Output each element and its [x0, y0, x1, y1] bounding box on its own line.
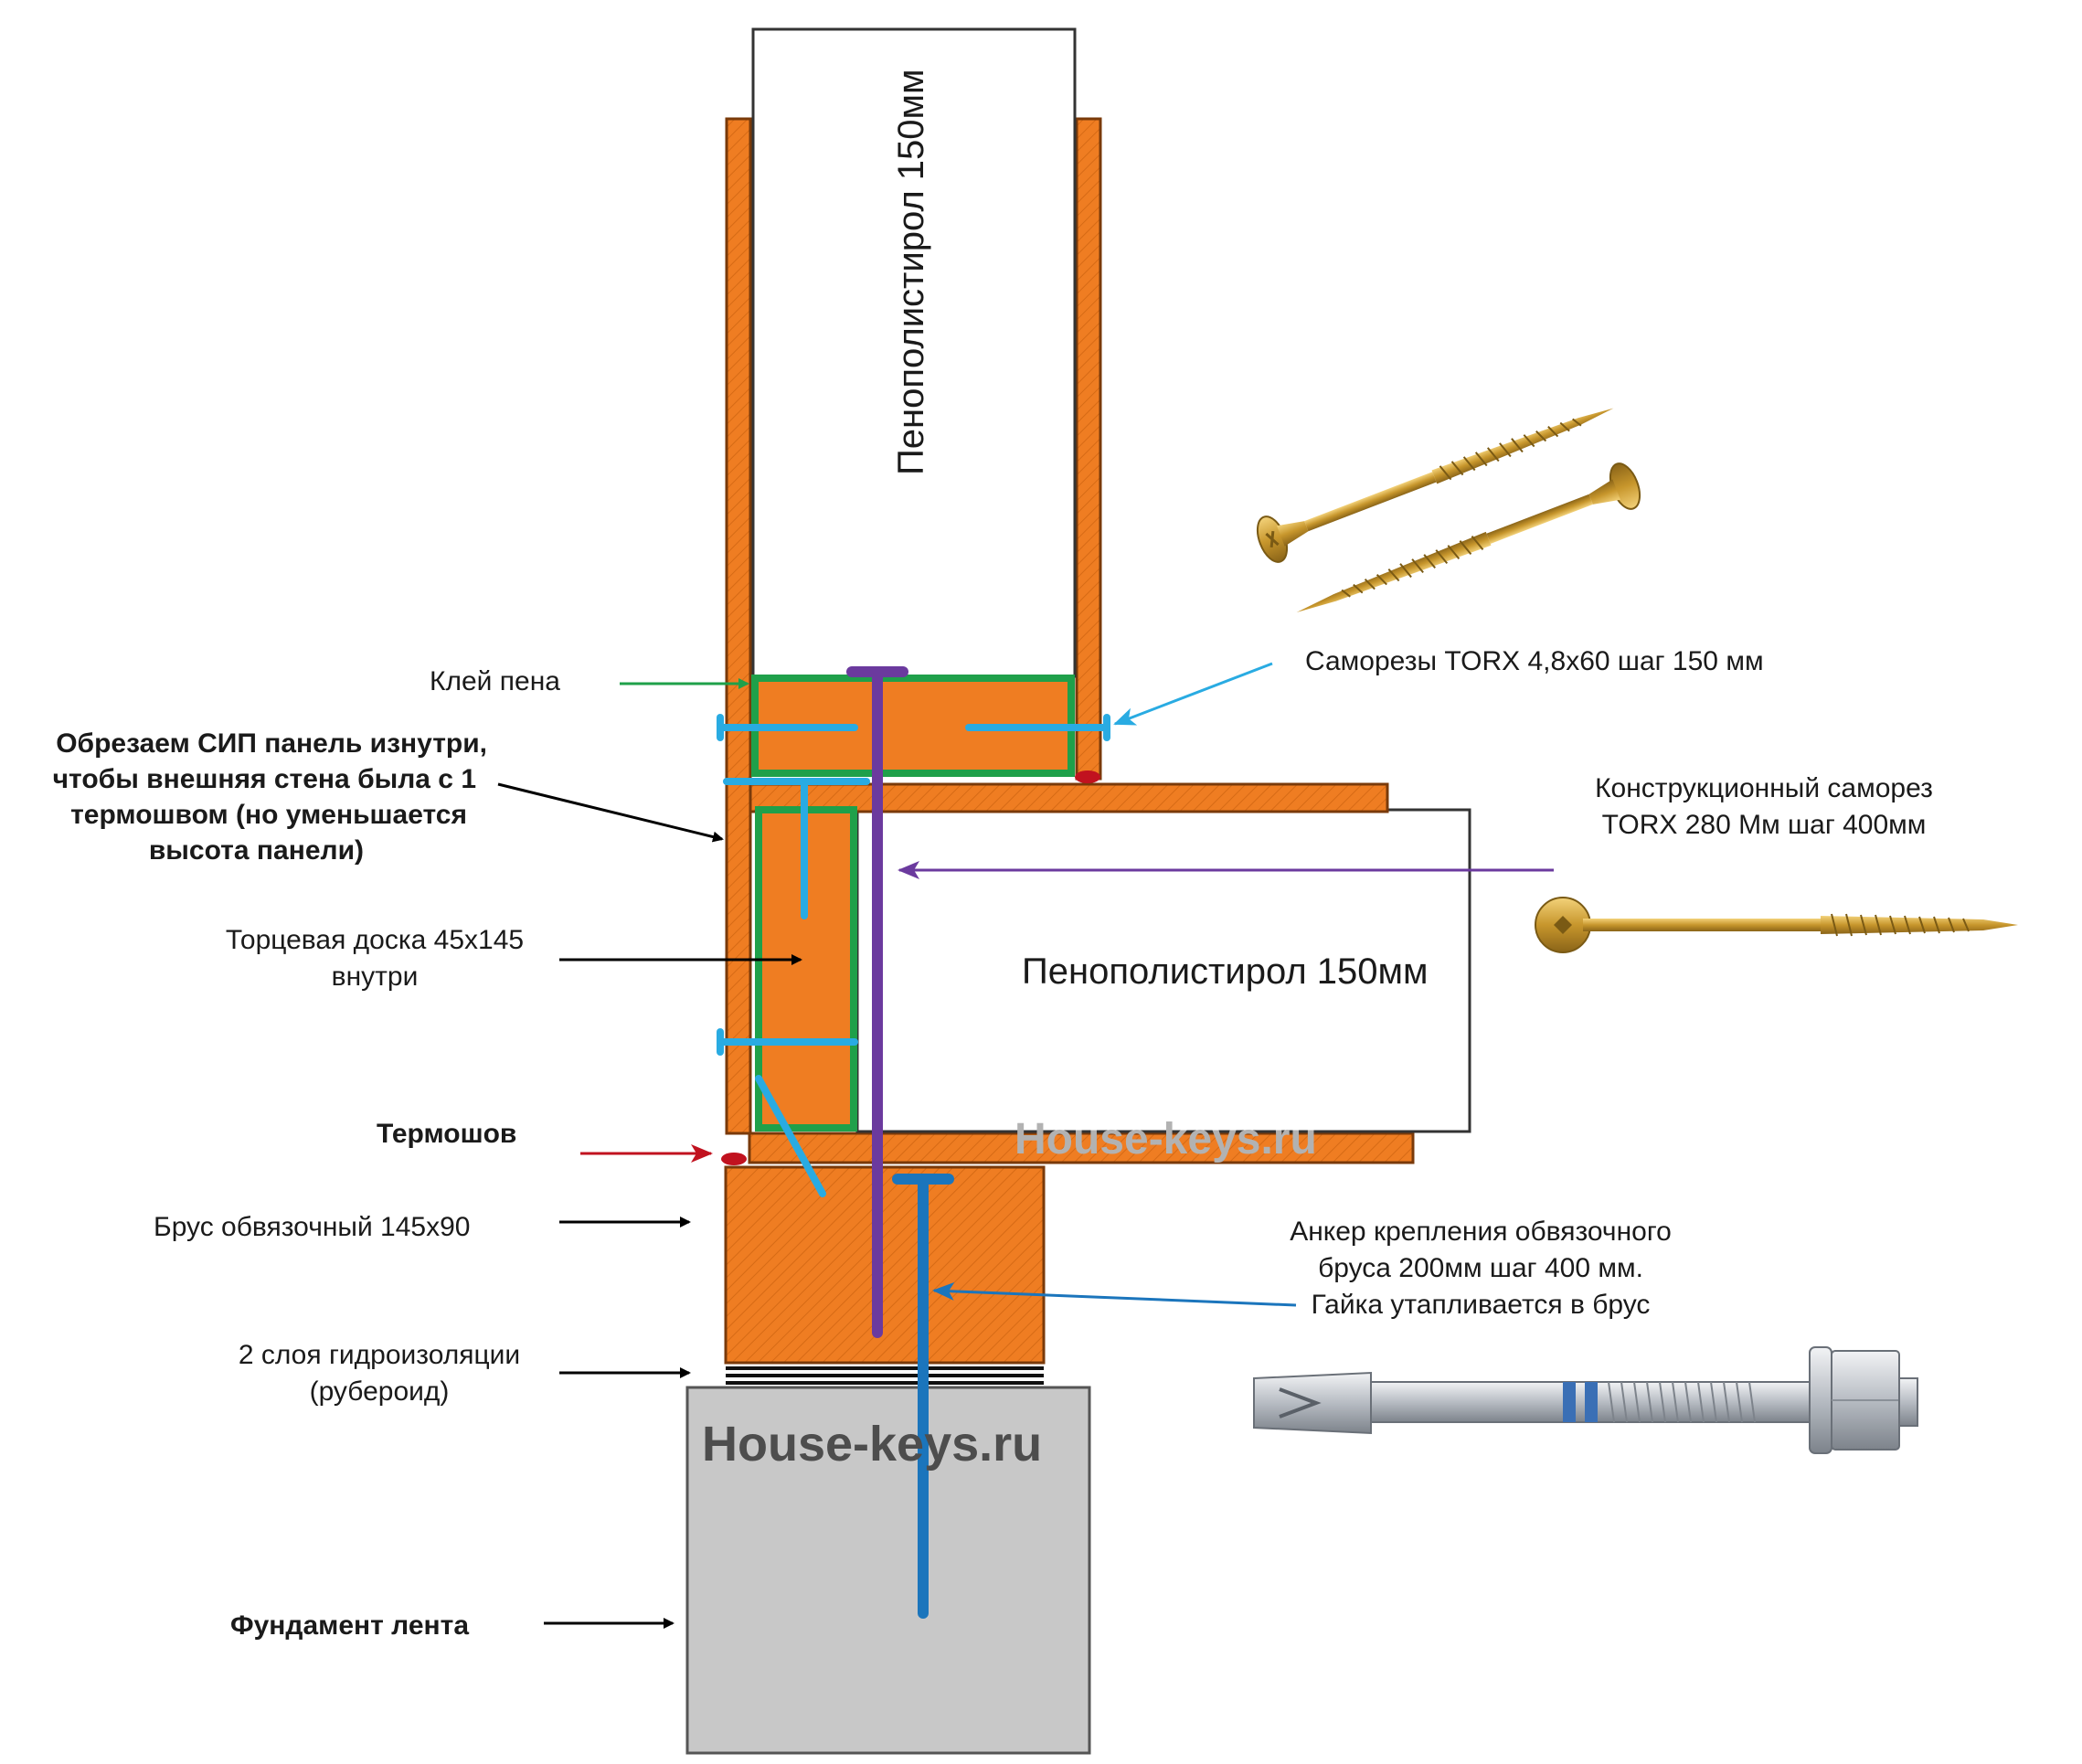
cut-sip-line-1: Обрезаем СИП панель изнутри,	[56, 728, 487, 759]
cut-sip-arrow	[497, 782, 724, 843]
waterproofing-line-2: (рубероид)	[310, 1376, 450, 1407]
construction-screw-long	[846, 666, 908, 1338]
screws-torx-arrow	[1113, 662, 1273, 726]
foundation-label: Фундамент лента	[230, 1610, 469, 1641]
screws-torx-label: Саморезы TORX 4,8х60 шаг 150 мм	[1305, 646, 1764, 676]
foundation-strip	[685, 1386, 1091, 1755]
tie-beam-label: Брус обвязочный 145х90	[154, 1212, 470, 1242]
cut-sip-label: Обрезаем СИП панель изнутри, чтобы внешн…	[53, 728, 487, 866]
wall-inner-osb	[1075, 117, 1102, 781]
cut-sip-line-2: чтобы внешняя стена была с 1	[53, 764, 476, 794]
anchor-line-3: Гайка утапливается в брус	[1312, 1290, 1651, 1320]
waterproofing-line-1: 2 слоя гидроизоляции	[239, 1340, 520, 1370]
watermark-lower: House-keys.ru	[702, 1417, 1042, 1472]
torx-short-screws	[717, 714, 1110, 1197]
anchor-arrow	[932, 1281, 1297, 1307]
cut-sip-line-3: термошвом (но уменьшается	[70, 800, 467, 830]
anchor-line-2: бруса 200мм шаг 400 мм.	[1318, 1253, 1643, 1283]
construction-screw-line-1: Конструкционный саморез	[1595, 773, 1933, 803]
end-board-line-2: внутри	[332, 962, 419, 992]
floor-panel-bottom-osb	[748, 1132, 1415, 1164]
construction-screw-line-2: TORX 280 Мм шаг 400мм	[1602, 810, 1927, 840]
end-board-label: Торцевая доска 45х145 внутри	[226, 925, 524, 992]
foundation-anchor	[892, 1174, 954, 1619]
thermo-seam-lower	[721, 1153, 747, 1165]
anchor-line-1: Анкер крепления обвязочного	[1290, 1217, 1672, 1247]
construction-screw-icon	[1535, 897, 2018, 953]
thermo-seam-upper	[1075, 770, 1100, 783]
foam-horizontal-label: Пенополистирол 150мм	[1022, 951, 1429, 992]
construction-screw-label: Конструкционный саморез TORX 280 Мм шаг …	[1595, 773, 1933, 840]
tie-beam	[724, 1165, 1046, 1365]
wood-screw-icon	[1256, 408, 1641, 612]
waterproofing-layers	[726, 1366, 1044, 1385]
glue-label: Клей пена	[430, 666, 560, 696]
anchor-label: Анкер крепления обвязочного бруса 200мм …	[1290, 1217, 1672, 1320]
watermark-upper: House-keys.ru	[1014, 1115, 1317, 1164]
thermo-seam-label: Термошов	[377, 1119, 516, 1149]
end-board-line-1: Торцевая доска 45х145	[226, 925, 524, 955]
foam-vertical-label: Пенополистирол 150мм	[891, 69, 931, 475]
floor-panel-foam	[855, 808, 1471, 1133]
cut-sip-line-4: высота панели)	[149, 835, 364, 866]
wall-outer-osb	[725, 117, 752, 1135]
wedge-anchor-icon	[1253, 1346, 1918, 1454]
waterproofing-label: 2 слоя гидроизоляции (рубероид)	[239, 1340, 520, 1407]
